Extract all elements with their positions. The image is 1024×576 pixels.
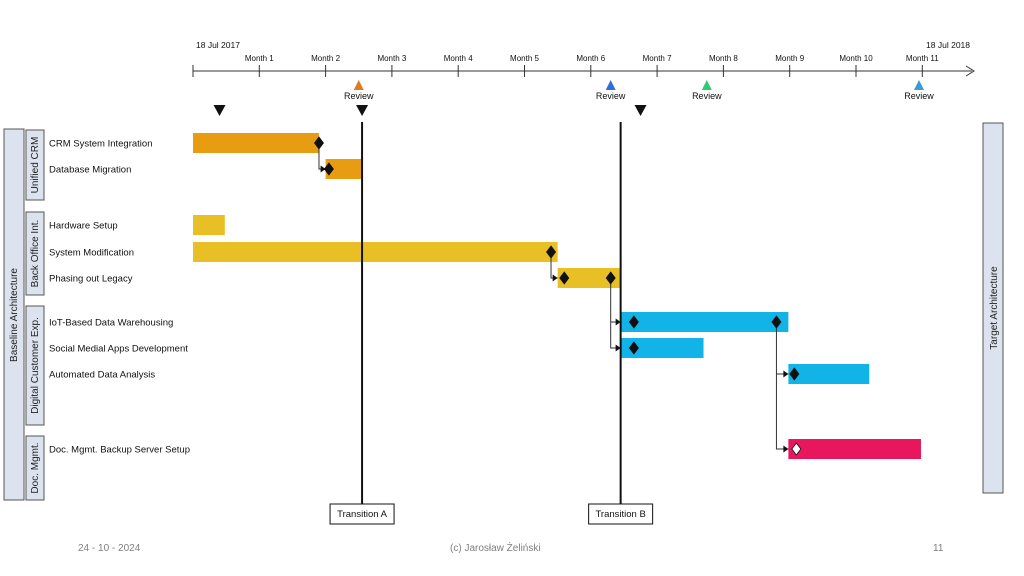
- review-label: Review: [692, 91, 722, 101]
- month-label: Month 4: [444, 54, 473, 63]
- target-panel: [982, 122, 1004, 494]
- footer-page-number: 11: [933, 543, 944, 554]
- task-bar: [788, 439, 921, 459]
- review-triangle-icon: [913, 80, 924, 90]
- down-triangle-icon: [634, 105, 647, 116]
- dependency-line: [610, 278, 621, 349]
- month-label: Month 1: [245, 54, 274, 63]
- task-label: Database Migration: [49, 165, 131, 176]
- month-label: Month 11: [906, 54, 939, 63]
- month-label: Month 9: [775, 54, 804, 63]
- down-triangle-icon: [356, 105, 369, 116]
- baseline-label: Baseline Architecture: [9, 268, 20, 362]
- milestone-diamond-icon: [605, 271, 616, 285]
- task-bar: [620, 312, 789, 332]
- milestone-diamond-icon: [559, 271, 570, 285]
- task-bar: [193, 133, 319, 153]
- milestone-diamond-icon: [789, 367, 800, 381]
- transition-box: [329, 503, 395, 525]
- month-label: Month 7: [643, 54, 672, 63]
- review-markers: Review Review Review Review: [344, 80, 934, 101]
- dependency-arrow-icon: [615, 344, 621, 352]
- side-panels: Baseline Architecture Target Architecture: [3, 122, 1004, 501]
- down-triangle-icon: [213, 105, 226, 116]
- dependency-arrow-icon: [615, 318, 621, 326]
- task-label: CRM System Integration: [49, 139, 152, 150]
- task-label: System Modification: [49, 248, 134, 259]
- review-triangle-icon: [605, 80, 616, 90]
- group-panel: [25, 435, 45, 501]
- transitions: Transition A Transition B: [329, 122, 654, 525]
- task-bar: [325, 159, 363, 179]
- milestone-diamond-icon: [771, 315, 782, 329]
- review-label: Review: [596, 91, 626, 101]
- group-label: Back Office Int.: [30, 220, 41, 288]
- group-panels: Unified CRM Back Office Int. Digital Custo…: [25, 129, 45, 501]
- task-label: Hardware Setup: [49, 221, 118, 232]
- task-bar: [193, 242, 558, 262]
- date-markers: [213, 105, 647, 116]
- group-label: Doc. Mgmt.: [30, 442, 41, 493]
- task-bar: [193, 215, 225, 235]
- month-label: Month 6: [576, 54, 605, 63]
- task-label: Social Medial Apps Development: [49, 344, 188, 355]
- task-label: Doc. Mgmt. Backup Server Setup: [49, 445, 190, 456]
- month-label: Month 10: [839, 54, 873, 63]
- group-label: Unified CRM: [30, 137, 41, 194]
- dependency-arrow-icon: [552, 274, 558, 282]
- target-label: Target Architecture: [989, 266, 1000, 350]
- task-label: Phasing out Legacy: [49, 274, 133, 285]
- review-triangle-icon: [353, 80, 364, 90]
- task-bar: [788, 364, 870, 384]
- transition-label: Transition B: [595, 509, 645, 520]
- milestone-diamond-icon: [628, 315, 639, 329]
- milestone-diamond-icon: [323, 162, 334, 176]
- group-label: Digital Customer Exp.: [30, 317, 41, 414]
- axis-arrow-icon: [965, 65, 975, 77]
- month-label: Month 5: [510, 54, 539, 63]
- dependency-arrow-icon: [783, 445, 789, 453]
- review-label: Review: [344, 91, 374, 101]
- milestone-diamond-icon: [628, 341, 639, 355]
- review-triangle-icon: [701, 80, 712, 90]
- milestones: [313, 136, 802, 456]
- milestone-diamond-icon: [546, 245, 557, 259]
- milestone-diamond-icon: [313, 136, 324, 150]
- footer-author: (c) Jarosław Żeliński: [450, 543, 541, 554]
- group-panel: [25, 129, 45, 201]
- footer-date: 24 - 10 - 2024: [78, 543, 141, 554]
- month-label: Month 2: [311, 54, 340, 63]
- month-label: Month 3: [377, 54, 406, 63]
- dependency-arrow-icon: [783, 370, 789, 378]
- task-label: IoT-Based Data Warehousing: [49, 318, 173, 329]
- dependency-links: [318, 143, 789, 453]
- task-bar: [557, 268, 621, 288]
- transition-box: [588, 503, 654, 525]
- baseline-panel: [3, 128, 25, 501]
- month-label: Month 8: [709, 54, 738, 63]
- milestone-diamond-icon: [791, 442, 802, 456]
- task-bar: [620, 338, 704, 358]
- group-panel: [25, 211, 45, 296]
- timeline-start-date: 18 Jul 2017: [196, 40, 240, 50]
- group-panel: [25, 305, 45, 426]
- task-bars: [193, 133, 921, 459]
- transition-label: Transition A: [337, 509, 387, 520]
- dependency-arrow-icon: [320, 165, 326, 173]
- review-label: Review: [904, 91, 934, 101]
- timeline-end-date: 18 Jul 2018: [926, 40, 970, 50]
- task-label: Automated Data Analysis: [49, 370, 155, 381]
- dependency-line: [775, 322, 789, 450]
- timeline-axis: Month 1 Month 2 Month 3 Month 4 Month 5 Month…: [192, 40, 975, 77]
